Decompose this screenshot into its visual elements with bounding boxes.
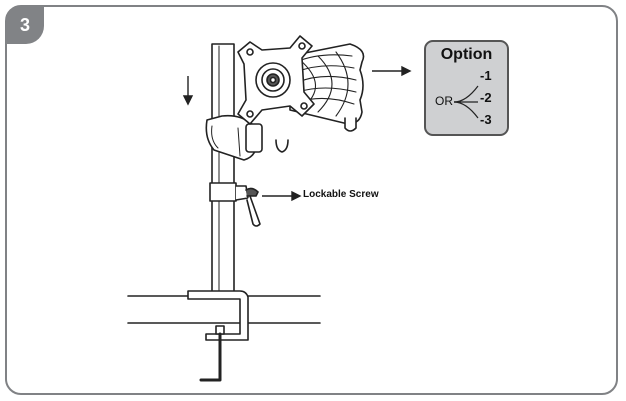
right-arrow-icon — [372, 65, 412, 77]
desk-clamp — [187, 290, 249, 382]
option-title: Option — [440, 46, 493, 63]
lockable-screw-label: Lockable Screw — [303, 189, 379, 200]
step-number: 3 — [19, 14, 30, 35]
option-box: Option OR -1 -2 -3 — [424, 40, 509, 136]
step-badge: 3 — [6, 6, 44, 44]
diagram-frame — [5, 5, 618, 395]
arm-collar — [205, 114, 263, 161]
or-label: OR — [435, 94, 453, 108]
option-choice-3: -3 — [480, 112, 492, 127]
down-arrow-icon — [182, 76, 194, 106]
lower-collar — [209, 182, 261, 227]
branch-fork-icon — [453, 85, 479, 119]
callout-arrow-icon — [262, 190, 302, 202]
option-choice-2: -2 — [480, 90, 492, 105]
vesa-plate — [237, 35, 315, 125]
option-choice-1: -1 — [480, 68, 492, 83]
support-pole — [211, 43, 235, 295]
